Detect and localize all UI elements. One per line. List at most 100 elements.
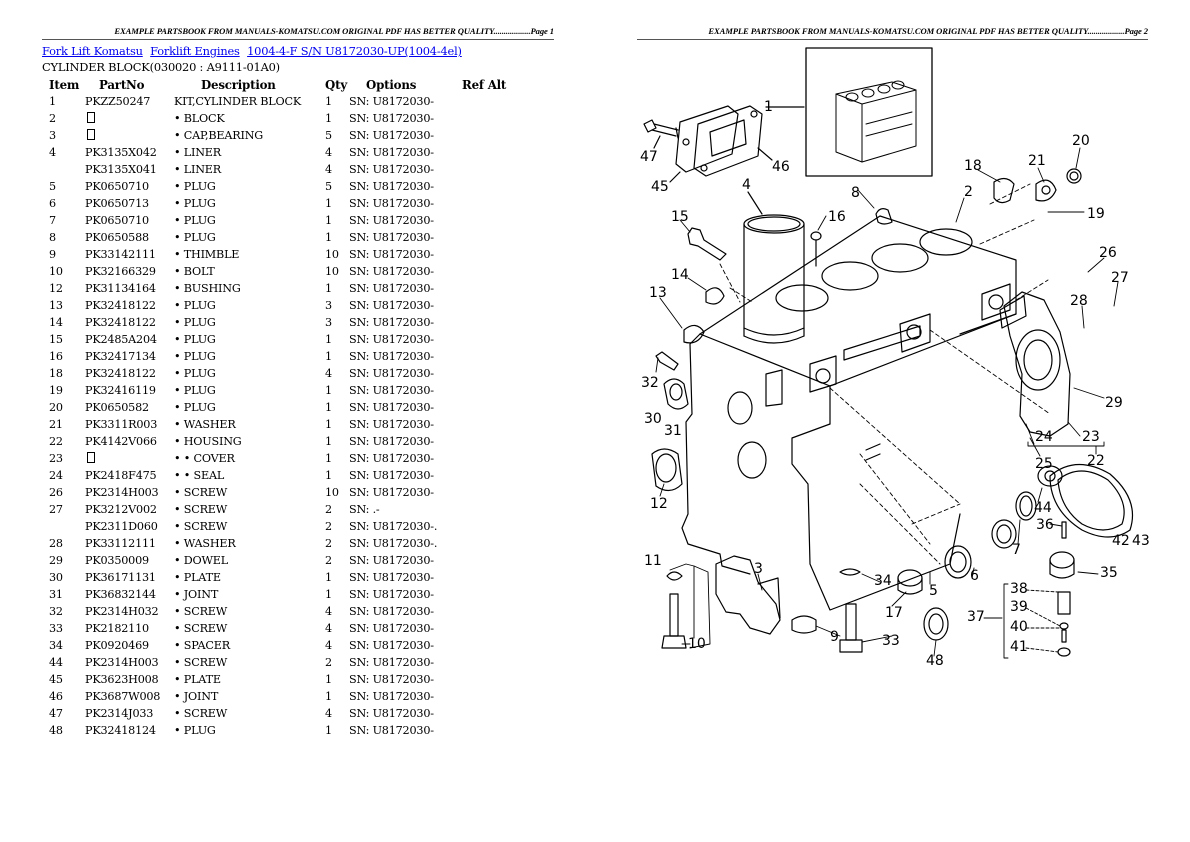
row-part-number: PK0650582 — [85, 401, 149, 414]
row-description: • PLUG — [174, 384, 216, 397]
row-item: 32 — [49, 605, 63, 618]
callout-label: 2 — [964, 184, 973, 200]
row-options: SN: U8172030- — [349, 656, 434, 669]
row-ref-alt — [462, 722, 506, 739]
row-ref-alt — [462, 671, 506, 688]
breadcrumb-link-model[interactable]: 1004-4-F S/N U8172030-UP(1004-4el) — [247, 44, 462, 58]
row-options: SN: U8172030-. — [349, 537, 438, 550]
row-description: • SPACER — [174, 639, 230, 652]
row-item: 27 — [49, 503, 63, 516]
row-description: • SCREW — [174, 486, 228, 499]
row-description: • LINER — [174, 163, 221, 176]
row-qty: 4 — [325, 639, 332, 652]
row-item: 8 — [49, 231, 56, 244]
row-ref-alt — [462, 603, 506, 620]
callout-label: 36 — [1036, 517, 1054, 533]
row-description: • BUSHING — [174, 282, 241, 295]
row-description: • PLUG — [174, 333, 216, 346]
row-options: SN: U8172030- — [349, 112, 434, 125]
row-options: SN: U8172030- — [349, 248, 434, 261]
row-qty: 2 — [325, 537, 332, 550]
row-options: SN: U8172030- — [349, 588, 434, 601]
section-title: CYLINDER BLOCK(030020 : A9111-01A0) — [42, 60, 280, 74]
callout-label: 9 — [830, 629, 839, 645]
row-part-number: PK2418F475 — [85, 469, 157, 482]
cylinder-block-drawing — [643, 47, 1134, 659]
row-item: 13 — [49, 299, 63, 312]
missing-glyph-icon — [87, 452, 95, 463]
row-ref-alt — [462, 399, 506, 416]
row-ref-alt — [462, 348, 506, 365]
row-qty: 5 — [325, 180, 332, 193]
row-qty: 1 — [325, 112, 332, 125]
row-part-number: PK33142111 — [85, 248, 156, 261]
callout-label: 11 — [644, 553, 662, 569]
callout-label: 39 — [1010, 599, 1028, 615]
row-ref-alt — [462, 195, 506, 212]
row-description: • SCREW — [174, 520, 228, 533]
row-description: • PLATE — [174, 673, 221, 686]
row-part-number — [85, 127, 174, 144]
row-options: SN: U8172030- — [349, 367, 434, 380]
row-ref-alt — [462, 518, 506, 535]
row-description: • BLOCK — [174, 112, 225, 125]
row-description: • BOLT — [174, 265, 215, 278]
row-part-number: PK3135X042 — [85, 146, 157, 159]
row-part-number: PK2314H003 — [85, 656, 159, 669]
row-options: SN: U8172030- — [349, 724, 434, 737]
breadcrumb-link-forklift-engines[interactable]: Forklift Engines — [150, 44, 240, 58]
row-description: • PLUG — [174, 299, 216, 312]
row-options: SN: U8172030- — [349, 622, 434, 635]
row-ref-alt — [462, 280, 506, 297]
callout-label: 31 — [664, 423, 682, 439]
row-ref-alt — [462, 484, 506, 501]
row-ref-alt — [462, 688, 506, 705]
row-item: 22 — [49, 435, 63, 448]
callout-label: 33 — [882, 633, 900, 649]
row-description: • PLUG — [174, 350, 216, 363]
callout-label: 22 — [1087, 453, 1105, 469]
row-part-number: PK2485A204 — [85, 333, 157, 346]
row-qty: 1 — [325, 333, 332, 346]
row-description: • DOWEL — [174, 554, 228, 567]
row-qty: 1 — [325, 401, 332, 414]
row-options: SN: U8172030- — [349, 639, 434, 652]
row-options: SN: U8172030- — [349, 486, 434, 499]
row-qty: 4 — [325, 367, 332, 380]
row-item: 16 — [49, 350, 63, 363]
row-options: SN: U8172030- — [349, 265, 434, 278]
callout-label: 15 — [671, 209, 689, 225]
row-options: SN: U8172030- — [349, 384, 434, 397]
callout-label: 17 — [885, 605, 903, 621]
row-part-number: PK4142V066 — [85, 435, 157, 448]
row-options: SN: U8172030- — [349, 95, 434, 108]
row-qty: 1 — [325, 690, 332, 703]
callout-label: 47 — [640, 149, 658, 165]
row-ref-alt — [462, 229, 506, 246]
row-ref-alt — [462, 569, 506, 586]
row-item: 3 — [49, 129, 56, 142]
callout-label: 19 — [1087, 206, 1105, 222]
row-options: SN: U8172030- — [349, 554, 434, 567]
row-qty: 1 — [325, 452, 332, 465]
row-part-number: PK33112111 — [85, 537, 156, 550]
row-part-number: PK2314H003 — [85, 486, 159, 499]
page-header-page-2: EXAMPLE PARTSBOOK FROM MANUALS-KOMATSU.C… — [637, 25, 1148, 40]
breadcrumb-link-fork-lift-komatsu[interactable]: Fork Lift Komatsu — [42, 44, 143, 58]
row-part-number: PK0650713 — [85, 197, 149, 210]
row-part-number — [85, 450, 174, 467]
callout-label: 40 — [1010, 619, 1028, 635]
callout-label: 46 — [772, 159, 790, 175]
row-item: 15 — [49, 333, 63, 346]
row-item: 31 — [49, 588, 63, 601]
row-part-number: PK32418122 — [85, 299, 156, 312]
row-description: • PLUG — [174, 214, 216, 227]
callout-label: 44 — [1034, 500, 1052, 516]
